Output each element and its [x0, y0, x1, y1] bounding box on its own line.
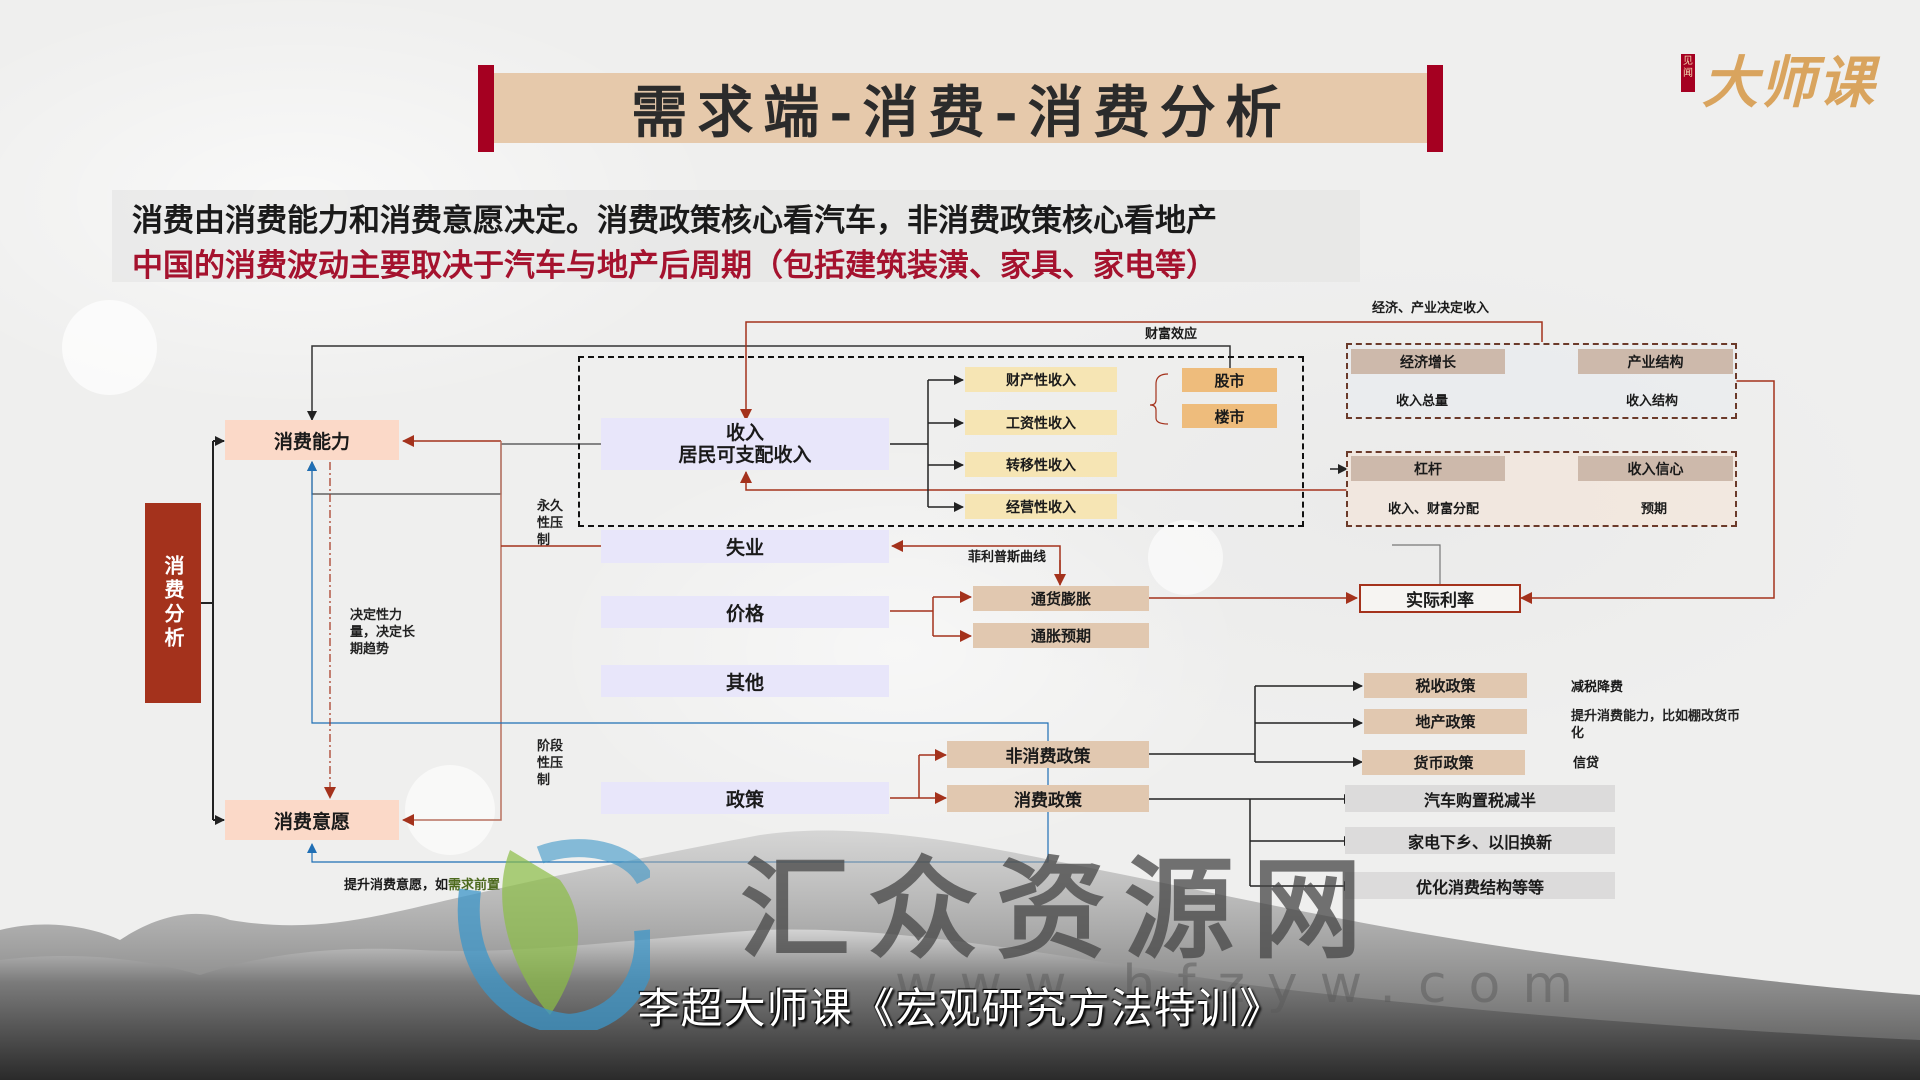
label-expectation: 预期	[1641, 502, 1668, 517]
node-consumption-willingness: 消费意愿	[225, 800, 399, 840]
node-non-consumption-policy: 非消费政策	[947, 741, 1149, 768]
label-decisive-force: 决定性力量，决定长期趋势	[350, 608, 416, 657]
node-monetary-policy: 货币政策	[1362, 750, 1525, 775]
node-consumption-ability: 消费能力	[225, 420, 399, 460]
node-optimize-consumption: 优化消费结构等等	[1345, 872, 1615, 899]
node-property-income: 财产性收入	[965, 367, 1117, 392]
node-income-confidence: 收入信心	[1578, 456, 1733, 481]
label-income-structure: 收入结构	[1626, 394, 1679, 409]
label-boost-prefix: 提升消费意愿，如	[344, 878, 449, 893]
node-wage-income: 工资性收入	[965, 410, 1117, 435]
label-income-total: 收入总量	[1396, 394, 1449, 409]
node-consumption-policy: 消费政策	[947, 785, 1149, 812]
node-leverage: 杠杆	[1351, 456, 1505, 481]
node-economic-growth: 经济增长	[1351, 349, 1505, 374]
root-node-label: 消费分析	[161, 555, 185, 651]
label-phillips-curve: 菲利普斯曲线	[968, 550, 1047, 565]
node-income-title: 收入	[725, 422, 764, 444]
watermark-url: www.hfzyw.com	[895, 955, 1596, 1015]
watermark-leaf-logo-icon	[457, 839, 650, 1030]
faint-logo-watermark	[62, 300, 157, 395]
node-inflation: 通货膨胀	[973, 586, 1149, 611]
node-housing-market: 楼市	[1182, 404, 1277, 428]
faint-logo-watermark	[1148, 520, 1223, 595]
node-tax-policy: 税收政策	[1364, 673, 1527, 698]
node-policy: 政策	[601, 782, 889, 814]
node-real-interest-rate: 实际利率	[1359, 584, 1521, 613]
brand-logo: 大师课	[1702, 50, 1876, 116]
title-accent-right	[1427, 65, 1443, 152]
node-transfer-income: 转移性收入	[965, 452, 1117, 477]
label-wealth-effect: 财富效应	[1145, 327, 1198, 342]
node-income-subtitle: 居民可支配收入	[678, 444, 812, 466]
node-unemployment: 失业	[601, 530, 889, 563]
income-group-border	[578, 356, 1304, 527]
summary-line-2: 中国的消费波动主要取决于汽车与地产后周期（包括建筑装潢、家具、家电等）	[132, 248, 1217, 284]
summary-panel	[112, 190, 1360, 282]
node-business-income: 经营性收入	[965, 494, 1117, 519]
faint-logo-watermark	[405, 765, 495, 855]
node-income: 收入 居民可支配收入	[601, 418, 889, 470]
label-econ-industry-income: 经济、产业决定收入	[1372, 301, 1490, 316]
summary-line-1: 消费由消费能力和消费意愿决定。消费政策核心看汽车，非消费政策核心看地产	[132, 203, 1217, 239]
note-credit: 信贷	[1573, 756, 1600, 771]
label-permanent-suppression: 永久性压制	[537, 499, 564, 548]
title-bar	[494, 73, 1429, 143]
title-accent-left	[478, 65, 494, 152]
node-stock-market: 股市	[1182, 368, 1277, 392]
node-car-tax-halving: 汽车购置税减半	[1345, 785, 1615, 812]
video-caption: 李超大师课《宏观研究方法特训》	[637, 984, 1283, 1033]
note-tax-cut: 减税降费	[1571, 680, 1624, 695]
label-stage-suppression: 阶段性压制	[537, 739, 564, 788]
root-node-consumption-analysis: 消费分析	[145, 503, 201, 703]
note-property-policy: 提升消费能力，比如棚改货币化	[1571, 709, 1741, 741]
node-price: 价格	[601, 596, 889, 628]
node-property-policy: 地产政策	[1364, 709, 1527, 734]
node-industry-structure: 产业结构	[1578, 349, 1733, 374]
page-title: 需求端-消费-消费分析	[631, 79, 1292, 146]
node-appliance-trade-in: 家电下乡、以旧换新	[1345, 827, 1615, 854]
label-income-wealth-distribution: 收入、财富分配	[1388, 502, 1480, 517]
node-inflation-expectation: 通胀预期	[973, 623, 1149, 648]
watermark-text: 汇众资源网	[740, 846, 1380, 974]
logo-tag: 见闻	[1681, 54, 1695, 92]
node-other: 其他	[601, 665, 889, 697]
